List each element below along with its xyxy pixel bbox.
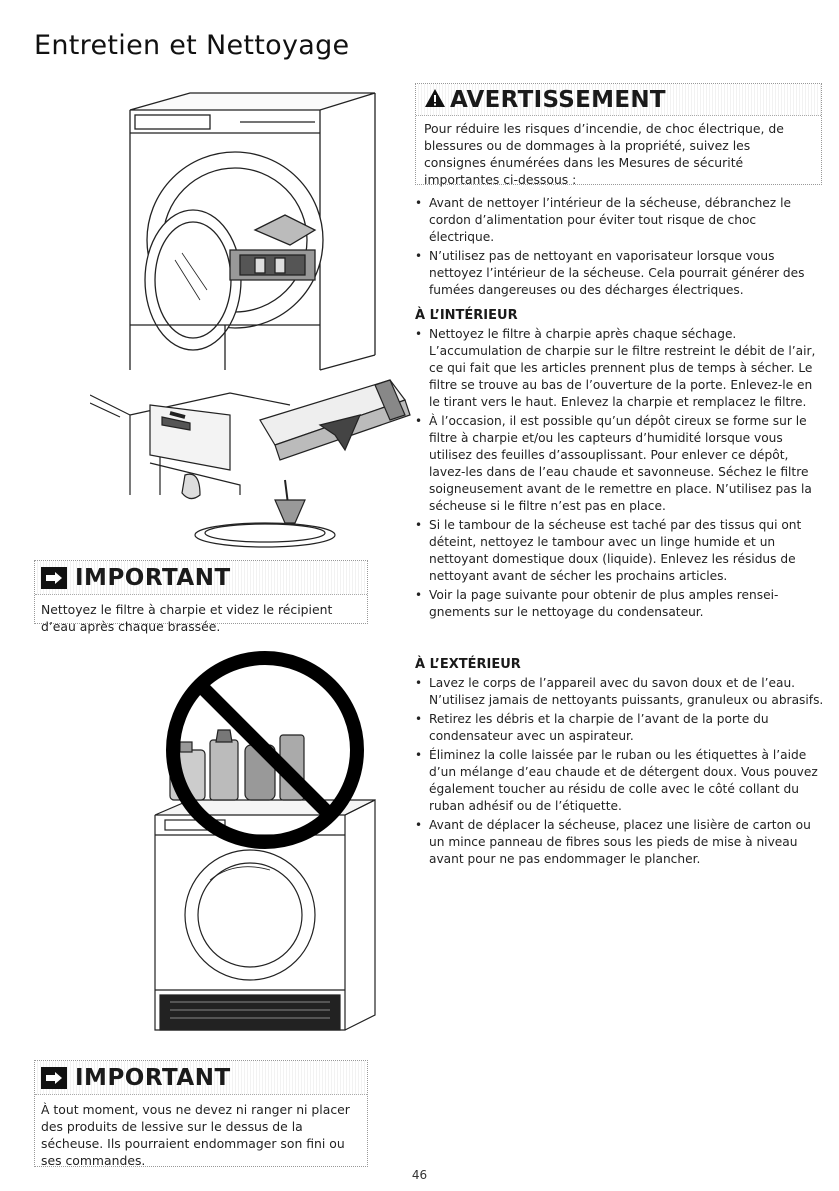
important-header: IMPORTANT bbox=[35, 1061, 367, 1095]
list-item: Voir la page suivante pour obtenir de pl… bbox=[415, 587, 825, 621]
dryer-open-door-illustration bbox=[90, 75, 410, 375]
warning-title: AVERTISSEMENT bbox=[450, 86, 666, 113]
important-title: IMPORTANT bbox=[75, 564, 231, 591]
list-item: À l’occasion, il est possible qu’un dépô… bbox=[415, 413, 825, 515]
warning-header: AVERTISSEMENT bbox=[416, 84, 821, 116]
lint-filter-illustration bbox=[89, 375, 420, 555]
no-cleaners-on-dryer-illustration bbox=[140, 650, 390, 1040]
important-text: Nettoyez le filtre à charpie et videz le… bbox=[41, 602, 333, 634]
list-item: N’utilisez pas de nettoyant en vaporisat… bbox=[415, 248, 825, 299]
hand-pointing-icon bbox=[41, 1066, 67, 1089]
list-item: Lavez le corps de l’appareil avec du sav… bbox=[415, 675, 825, 709]
hand-pointing-icon bbox=[41, 566, 67, 589]
page-number: 46 bbox=[411, 1168, 428, 1182]
page-title: Entretien et Nettoyage bbox=[34, 30, 350, 61]
important-header: IMPORTANT bbox=[35, 561, 367, 595]
important-text: À tout moment, vous ne devez ni ranger n… bbox=[41, 1102, 350, 1168]
warning-text: Pour réduire les risques d’incendie, de … bbox=[424, 121, 784, 187]
important-notice-filter: IMPORTANT Nettoyez le filtre à charpie e… bbox=[34, 560, 368, 634]
list-item: Éliminez la colle laissée par le ruban o… bbox=[415, 747, 825, 815]
section-heading: À L’EXTÉRIEUR bbox=[415, 657, 521, 672]
exterior-section: À L’EXTÉRIEUR Lavez le corps de l’appare… bbox=[415, 657, 825, 870]
list-item: Si le tambour de la sécheuse est taché p… bbox=[415, 517, 825, 585]
warning-box: AVERTISSEMENT Pour réduire les risques d… bbox=[415, 83, 822, 187]
list-item: Avant de déplacer la sécheuse, placez un… bbox=[415, 817, 825, 868]
interior-section: À L’INTÉRIEUR Nettoyez le filtre à charp… bbox=[415, 308, 825, 623]
general-instructions: Avant de nettoyer l’intérieur de la séch… bbox=[415, 195, 825, 301]
important-notice-storage: IMPORTANT À tout moment, vous ne devez n… bbox=[34, 1060, 368, 1168]
section-heading: À L’INTÉRIEUR bbox=[415, 308, 518, 323]
list-item: Avant de nettoyer l’intérieur de la séch… bbox=[415, 195, 825, 246]
warning-triangle-icon bbox=[424, 88, 446, 112]
list-item: Retirez les débris et la charpie de l’av… bbox=[415, 711, 825, 745]
important-title: IMPORTANT bbox=[75, 1064, 231, 1091]
list-item: Nettoyez le filtre à charpie après chaqu… bbox=[415, 326, 825, 411]
